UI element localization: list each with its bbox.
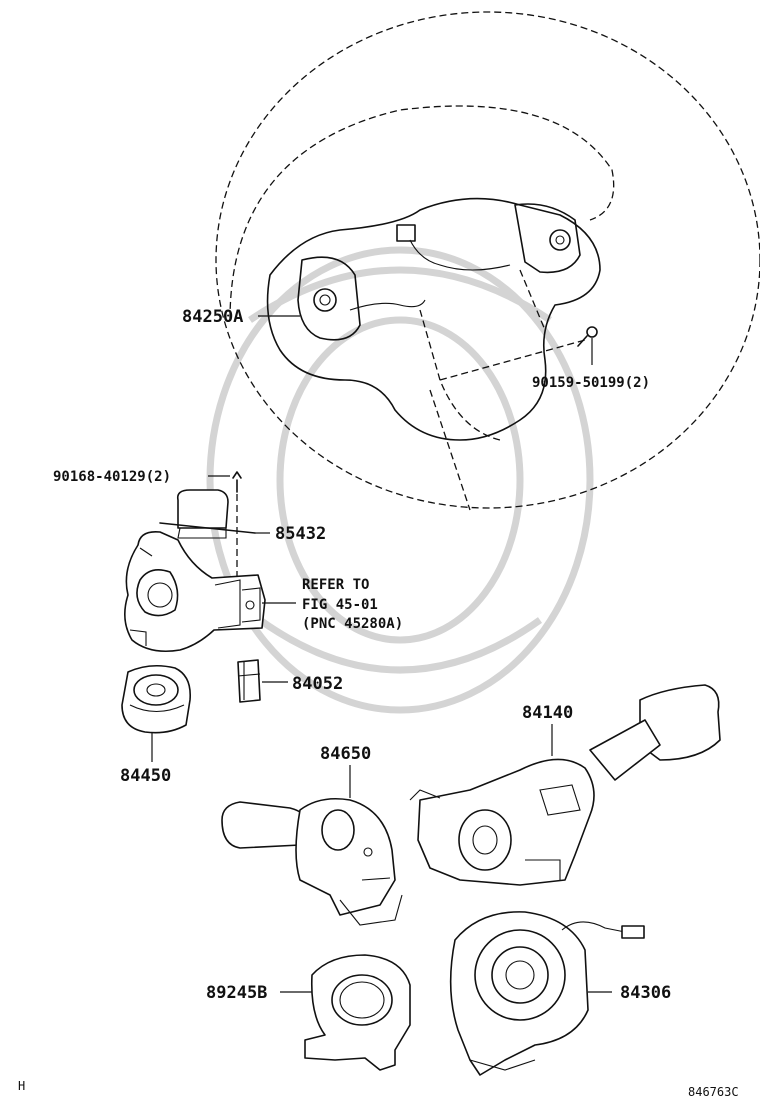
refer-note-line3: (PNC 45280A) xyxy=(302,616,403,632)
column-switch-body xyxy=(124,530,266,653)
switch-screw xyxy=(208,471,242,493)
wheel-screw xyxy=(577,326,598,365)
ignition-switch xyxy=(121,664,192,762)
wiper-switch xyxy=(409,684,721,886)
refer-note-line1: REFER TO xyxy=(302,577,369,593)
label-84306: 84306 xyxy=(620,983,671,1003)
turn-signal-switch xyxy=(221,765,403,926)
label-84250a: 84250A xyxy=(182,307,243,327)
label-84450: 84450 xyxy=(120,766,171,786)
steering-angle-sensor xyxy=(280,954,411,1071)
corner-mark: H xyxy=(18,1079,25,1093)
label-84650: 84650 xyxy=(320,744,371,764)
label-89245b: 89245B xyxy=(206,983,267,1003)
label-90159-50199: 90159-50199(2) xyxy=(532,375,650,391)
label-84140: 84140 xyxy=(522,703,573,723)
watermark-emblem xyxy=(206,246,594,714)
steering-wheel xyxy=(215,11,760,511)
spiral-cable xyxy=(449,911,645,1076)
label-90168-40129: 90168-40129(2) xyxy=(53,469,171,485)
label-84052: 84052 xyxy=(292,674,343,694)
column-connector xyxy=(237,659,288,703)
refer-note-line2: FIG 45-01 xyxy=(302,597,378,613)
label-85432: 85432 xyxy=(275,524,326,544)
drawing-id: 846763C xyxy=(688,1085,739,1099)
